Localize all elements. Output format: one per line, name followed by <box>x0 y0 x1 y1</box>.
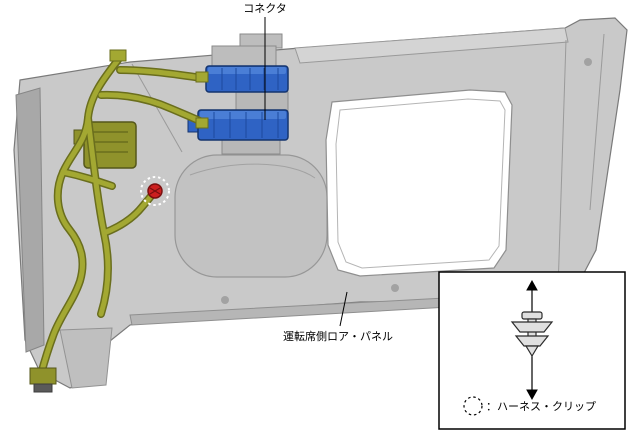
bracket-middle <box>235 91 289 113</box>
panel-left-strip <box>15 87 45 353</box>
harness-end-connector <box>29 367 57 385</box>
harness-end-base <box>33 383 53 393</box>
harness-end-connector <box>195 117 209 129</box>
panel-hole <box>391 284 399 292</box>
legend-arrow <box>526 279 538 401</box>
panel-center-bulge <box>174 154 328 278</box>
connector-upper <box>205 65 289 93</box>
bracket-lower <box>221 139 281 155</box>
harness-end-connector <box>195 71 209 83</box>
harness-clip-marker <box>140 176 170 206</box>
harness-end-connector <box>109 49 127 62</box>
bracket-upper <box>211 45 277 67</box>
lower-panel-label: 運転席側ロア・パネル <box>283 329 393 343</box>
a-pillar-line <box>131 63 183 153</box>
panel-bulge-rib <box>189 163 316 179</box>
lower-panel-leader-line <box>339 291 348 327</box>
door-opening <box>325 89 513 277</box>
panel-hole <box>221 296 229 304</box>
pillar-line-2 <box>589 33 605 211</box>
legend-clip-label: ：ハーネス・クリップ <box>486 400 596 413</box>
wiring-harness <box>29 49 209 393</box>
panel-top-rail <box>294 27 569 64</box>
legend-box: ：ハーネス・クリップ <box>438 271 626 430</box>
callouts: コネクタ 運転席側ロア・パネル <box>243 2 393 343</box>
pillar-line-1 <box>557 39 567 291</box>
clip-dotted-circle <box>140 176 170 206</box>
legend-dotted-circle <box>463 396 483 416</box>
legend-clip-symbol <box>510 311 554 358</box>
connector-label: コネクタ <box>243 2 287 15</box>
panel-hole <box>584 58 592 66</box>
door-opening-inner-line <box>335 98 506 269</box>
panel-lower-left <box>59 327 113 389</box>
